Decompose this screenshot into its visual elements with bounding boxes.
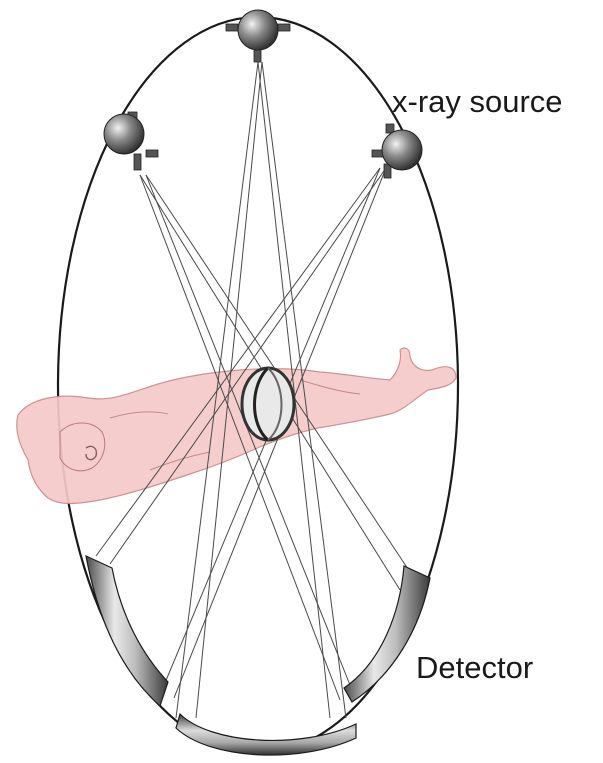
- scan-slice: [242, 368, 294, 440]
- detector-label: Detector: [416, 652, 533, 683]
- curved-detector-array-icon: [86, 556, 430, 755]
- x-ray-tube-sphere-icon: [104, 10, 422, 178]
- reclining-patient-icon: [17, 348, 456, 504]
- x-ray-source-label: x-ray source: [392, 86, 563, 117]
